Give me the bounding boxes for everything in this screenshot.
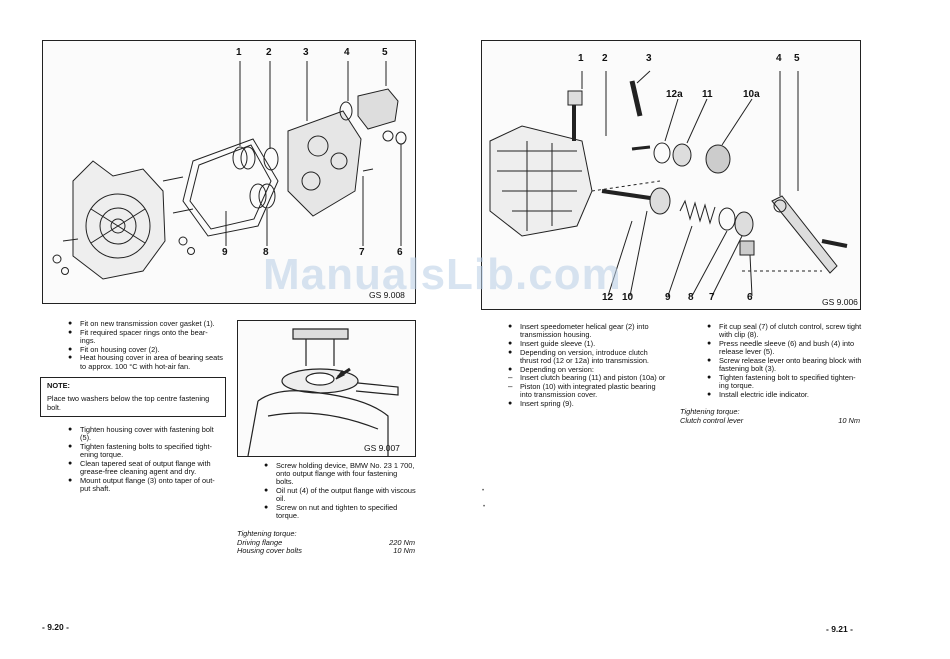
callout-label: 4 xyxy=(776,53,782,64)
steps-list-a: Fit on new transmission cover gasket (1)… xyxy=(68,319,223,371)
torque-label: Driving flange xyxy=(237,537,283,547)
list-item: Insert guide sleeve (1). xyxy=(508,339,666,348)
callout-label: 8 xyxy=(263,247,269,258)
list-item: Install electric idle indicator. xyxy=(707,390,862,399)
callout-label: 7 xyxy=(709,292,715,303)
callout-label: 3 xyxy=(303,47,309,58)
steps-list-b: Tighten housing cover with fastening bol… xyxy=(68,425,223,494)
list-item: Mount output flange (3) onto taper of ou… xyxy=(68,476,223,493)
callout-label: 12a xyxy=(666,89,683,100)
list-item: Insert speedometer helical gear (2) into… xyxy=(508,322,666,339)
steps-list-c: Screw holding device, BMW No. 23 1 700, … xyxy=(264,461,416,521)
left-exploded-diagram: 1 2 3 4 5 9 8 7 6 GS 9.008 xyxy=(42,40,416,304)
callout-label: 6 xyxy=(747,292,753,303)
callout-label: 11 xyxy=(702,89,713,100)
torque-value: 10 Nm xyxy=(393,546,415,556)
torque-title: Tightening torque: xyxy=(680,407,740,416)
page-number-right: - 9.21 - xyxy=(826,624,853,634)
list-item: Fit cup seal (7) of clutch control, scre… xyxy=(707,322,862,339)
figure-id: GS 9.007 xyxy=(364,443,400,453)
callout-label: 6 xyxy=(397,247,403,258)
list-item: Fit required spacer rings onto the bear-… xyxy=(68,328,223,345)
list-item: Insert spring (9). xyxy=(508,399,666,408)
torque-row: Housing cover bolts 10 Nm xyxy=(237,547,415,556)
list-item: Depending on version: xyxy=(508,365,666,374)
list-item: Screw on nut and tighten to specified to… xyxy=(264,503,416,520)
list-item: Depending on version, introduce clutch t… xyxy=(508,348,666,365)
torque-row: Driving flange 220 Nm xyxy=(237,537,415,548)
note-title: NOTE: xyxy=(47,381,70,390)
list-item: Press needle sleeve (6) and bush (4) int… xyxy=(707,339,862,356)
callout-label: 3 xyxy=(646,53,652,64)
callout-label: 5 xyxy=(382,47,388,58)
note-box: NOTE: Place two washers below the top ce… xyxy=(40,377,226,417)
page-number-left: - 9.20 - xyxy=(42,622,69,632)
torque-table-right: Tightening torque: Clutch control lever … xyxy=(680,407,860,426)
torque-row: Clutch control lever 10 Nm xyxy=(680,415,860,426)
callout-label: 1 xyxy=(236,47,242,58)
list-item: Clean tapered seat of output flange with… xyxy=(68,459,223,476)
callout-label: 5 xyxy=(794,53,800,64)
callout-label: 9 xyxy=(222,247,228,258)
watermark: ManualsLib.com xyxy=(263,250,622,299)
scan-speck: • xyxy=(483,504,486,510)
list-item: Screw release lever onto bearing block w… xyxy=(707,356,862,373)
note-text: Place two washers below the top centre f… xyxy=(47,394,210,412)
list-item: Tighten fastening bolts to specified tig… xyxy=(68,442,223,459)
callout-label: 12 xyxy=(602,292,614,303)
clutch-control-drawing xyxy=(489,70,848,297)
steps-list-right-b: Fit cup seal (7) of clutch control, scre… xyxy=(707,322,862,399)
callout-label: 10a xyxy=(743,89,760,100)
callout-label: 2 xyxy=(602,53,608,64)
list-item: Tighten fastening bolt to specified tigh… xyxy=(707,373,862,390)
steps-list-right-a: Insert speedometer helical gear (2) into… xyxy=(508,322,666,409)
list-item: Tighten housing cover with fastening bol… xyxy=(68,425,223,442)
callout-label: 7 xyxy=(359,247,365,258)
list-item: Insert clutch bearing (11) and piston (1… xyxy=(508,374,666,383)
torque-value: 220 Nm xyxy=(389,537,415,547)
right-exploded-diagram: 1 2 3 4 5 12a 11 10a 12 10 9 8 7 6 GS 9.… xyxy=(481,40,861,310)
callout-label: 1 xyxy=(578,53,584,64)
callout-label: 4 xyxy=(344,47,350,58)
callout-label: 10 xyxy=(622,292,634,303)
transmission-cover-drawing xyxy=(52,61,407,280)
torque-title: Tightening torque: xyxy=(237,529,297,538)
scan-speck: • xyxy=(482,488,485,494)
callout-label: 2 xyxy=(266,47,272,58)
list-item: Fit on new transmission cover gasket (1)… xyxy=(68,319,223,328)
holding-device-drawing xyxy=(247,328,399,456)
torque-label: Housing cover bolts xyxy=(237,546,302,556)
list-item: Heat housing cover in area of bearing se… xyxy=(68,354,223,371)
torque-value: 10 Nm xyxy=(838,415,860,425)
list-item: Oil nut (4) of the output flange with vi… xyxy=(264,486,416,503)
figure-id: GS 9.008 xyxy=(369,290,405,300)
figure-id: GS 9.006 xyxy=(822,297,858,307)
callout-label: 8 xyxy=(688,292,694,303)
list-item: Screw holding device, BMW No. 23 1 700, … xyxy=(264,461,416,487)
list-item: Piston (10) with integrated plastic bear… xyxy=(508,382,666,399)
torque-table-left: Tightening torque: Driving flange 220 Nm… xyxy=(237,529,415,556)
holding-device-figure: GS 9.007 xyxy=(237,320,416,457)
torque-label: Clutch control lever xyxy=(680,415,744,425)
list-item: Fit on housing cover (2). xyxy=(68,345,223,354)
callout-label: 9 xyxy=(665,292,671,303)
